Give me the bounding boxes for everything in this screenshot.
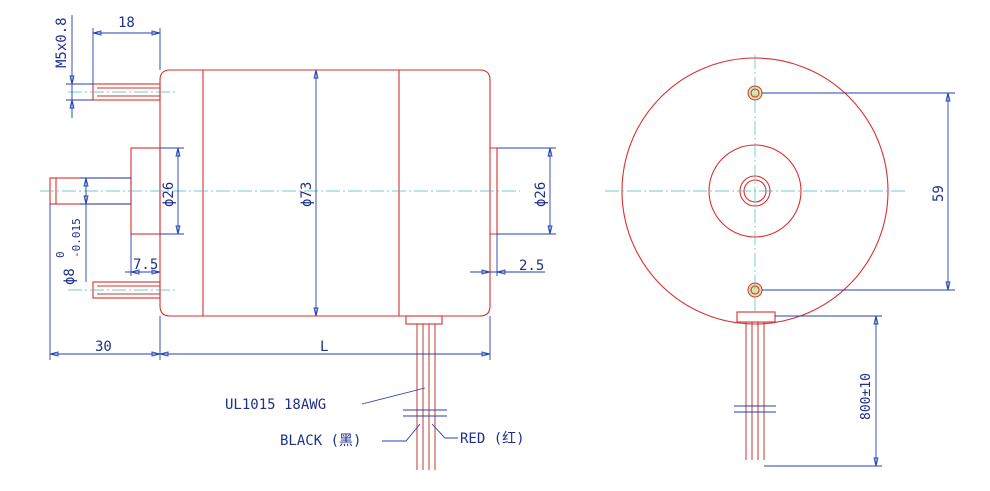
dim-body-length: L: [320, 339, 328, 355]
dim-hole-spacing: 59: [931, 185, 947, 202]
dim-30-arrow-a: [49, 351, 59, 357]
dim-shaft-dia: ϕ8: [62, 268, 78, 285]
dim-L-arrow-b: [481, 351, 491, 357]
cable-spec-label: UL1015 18AWG: [225, 397, 326, 413]
dim-body-dia: ϕ73: [299, 182, 315, 207]
front-cable-grommet: [736, 311, 776, 323]
black-wire-label: BLACK (黑): [280, 433, 361, 449]
dim-18-arrow-b: [151, 30, 161, 36]
dim-shaft-extension: 30: [95, 339, 112, 355]
dim-2_5-arrow-b: [496, 269, 506, 275]
dim-left-boss-height: 7.5: [133, 257, 158, 273]
dim-800-arrow-b: [873, 457, 879, 467]
dim-left26-arrow-a: [175, 147, 181, 157]
dim-73-arrow-a: [313, 69, 319, 79]
dim-8-arrow-a: [83, 177, 89, 187]
dim-7_5-arrow-b: [151, 269, 161, 275]
dim-18-arrow-a: [92, 30, 102, 36]
dim-right26-arrow-a: [547, 147, 553, 157]
dim-shaft-tol-upper: 0: [54, 251, 67, 258]
red-wire-leader: [431, 423, 458, 439]
side-view: 18 M5x0.8 ϕ26 ϕ73 ϕ26 ϕ8 0: [40, 15, 556, 470]
dim-right-boss-height: 2.5: [519, 258, 544, 274]
cable-spec-leader: [361, 387, 426, 405]
dim-L-arrow-a: [159, 351, 169, 357]
dim-left26-arrow-b: [175, 225, 181, 235]
dim-7_5-arrow-a: [130, 269, 140, 275]
dim-mount-thread: M5x0.8: [54, 17, 70, 68]
dim-m5-arrow-b: [69, 99, 75, 109]
motor-body-outline: [159, 69, 491, 317]
dim-59-arrow-a: [945, 92, 951, 102]
dim-shaft-length: 18: [118, 15, 135, 31]
dim-73-arrow-b: [313, 307, 319, 317]
dim-right-boss-dia: ϕ26: [533, 182, 549, 207]
dim-2_5-arrow-a: [481, 269, 491, 275]
dim-m5-arrow-a: [69, 75, 75, 85]
dim-30-arrow-b: [151, 351, 161, 357]
black-wire-leader: [382, 423, 421, 442]
dim-left-boss-dia: ϕ26: [161, 182, 177, 207]
cable-grommet: [405, 315, 443, 325]
dim-8-arrow-b: [83, 195, 89, 205]
dim-800-arrow-a: [873, 315, 879, 325]
dim-59-arrow-b: [945, 281, 951, 291]
red-wire-label: RED (红): [460, 431, 525, 447]
front-view: 59 800±10: [605, 55, 955, 467]
dim-lead-length: 800±10: [859, 373, 874, 420]
dim-shaft-tol-lower: -0.015: [70, 218, 83, 258]
dim-right26-arrow-b: [547, 225, 553, 235]
